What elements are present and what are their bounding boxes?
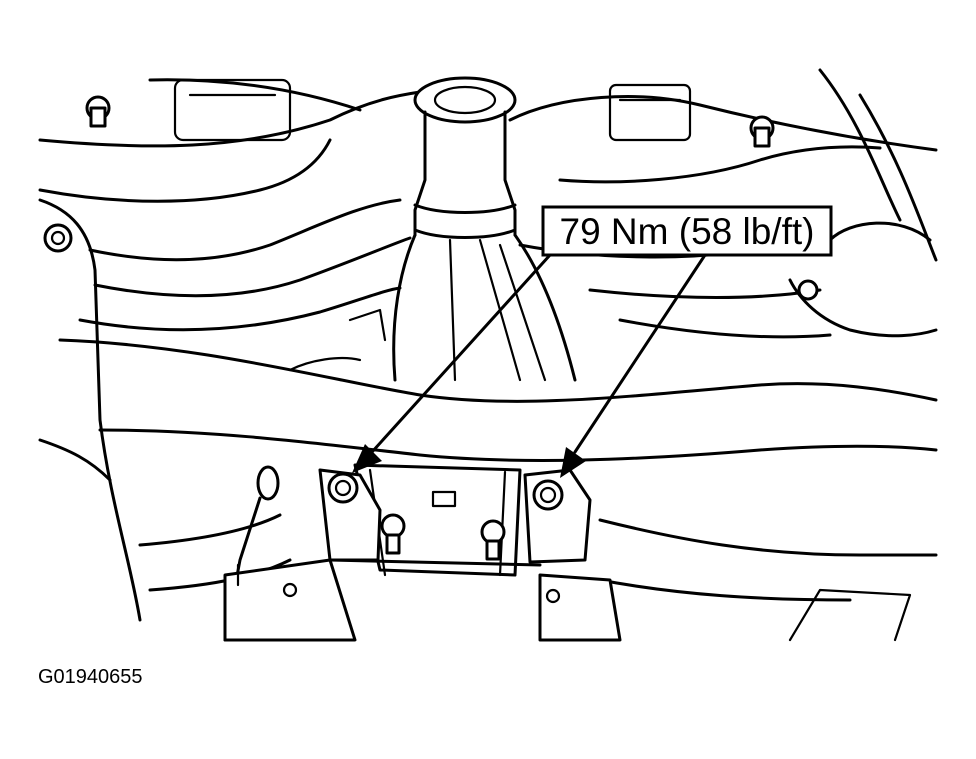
left-mount-bolt	[327, 472, 359, 504]
floor-pan-contours	[38, 68, 938, 339]
center-right-stud	[480, 519, 506, 561]
left-body-panel	[38, 198, 142, 622]
torque-label: 79 Nm (58 lb/ft)	[560, 211, 815, 252]
torque-callout: 79 Nm (58 lb/ft)	[541, 205, 833, 257]
stud-bolts	[43, 95, 775, 253]
figure-id: G01940655	[38, 666, 143, 688]
leader-arrows	[352, 253, 707, 478]
mount-bolts	[327, 472, 564, 561]
right-boss	[788, 221, 938, 338]
left-arrowhead	[352, 444, 382, 473]
crossmember	[58, 308, 938, 462]
floor-openings	[173, 78, 692, 142]
transmission-case	[223, 558, 622, 642]
right-arrowhead	[560, 447, 586, 478]
right-mount-bolt	[532, 479, 564, 511]
center-left-stud	[380, 513, 406, 555]
